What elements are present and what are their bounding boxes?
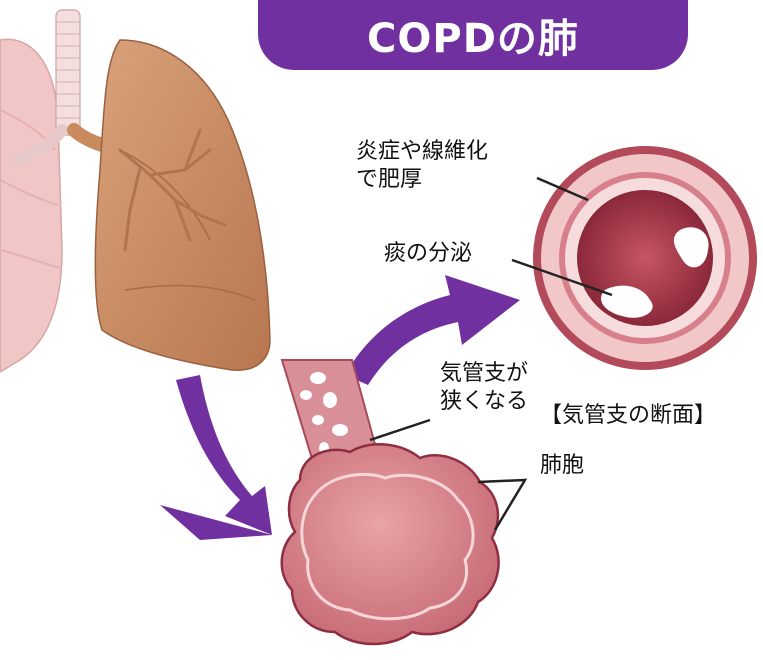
page-title: COPDの肺 bbox=[367, 6, 579, 64]
label-alveoli: 肺胞 bbox=[540, 452, 584, 480]
label-thickening-line2: で肥厚 bbox=[356, 166, 488, 194]
alveoli-cluster bbox=[282, 444, 499, 644]
label-thickening: 炎症や線維化 で肥厚 bbox=[356, 138, 488, 194]
label-thickening-line1: 炎症や線維化 bbox=[356, 138, 488, 166]
title-banner: COPDの肺 bbox=[258, 0, 688, 70]
label-sputum: 痰の分泌 bbox=[384, 240, 472, 268]
right-lung bbox=[95, 40, 270, 370]
label-narrowing-line2: 狭くなる bbox=[440, 388, 528, 416]
left-lung bbox=[0, 39, 62, 372]
label-narrowing-line1: 気管支が bbox=[440, 360, 528, 388]
bronchus-cross-section bbox=[533, 146, 757, 370]
label-narrowing: 気管支が 狭くなる bbox=[440, 360, 528, 416]
arrow-to-alveoli bbox=[176, 375, 272, 535]
label-cross-section: 【気管支の断面】 bbox=[540, 402, 716, 430]
